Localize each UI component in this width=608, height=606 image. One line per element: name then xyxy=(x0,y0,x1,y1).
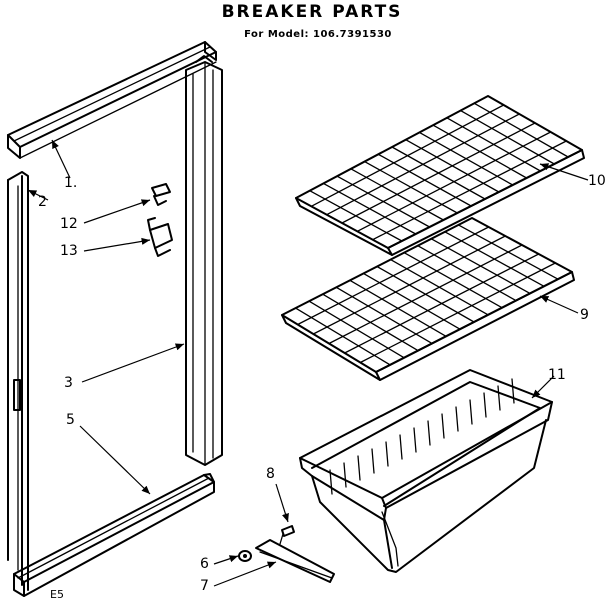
pan-rib xyxy=(385,441,389,467)
pan-rib xyxy=(413,427,417,453)
shelf-wire xyxy=(335,286,433,345)
shelf-wire xyxy=(405,139,500,193)
pan-rib xyxy=(483,392,487,418)
part-5-bottom-rail xyxy=(13,473,215,597)
callout-12: 12 xyxy=(60,216,78,232)
part-9-lower-shelf xyxy=(281,217,575,381)
shelf-wire xyxy=(294,307,391,366)
pan-rib xyxy=(455,406,459,432)
shelf-wire xyxy=(432,124,528,179)
shelf-wire xyxy=(457,224,559,280)
shelf-wire xyxy=(308,300,405,359)
shelf-wire xyxy=(363,160,458,214)
pan-rib xyxy=(427,420,431,446)
pan-rib xyxy=(497,385,501,411)
shelf-wire xyxy=(309,190,403,242)
pan-rib xyxy=(441,413,445,439)
pan-rib xyxy=(469,399,473,425)
diagram-title: BREAKER PARTS xyxy=(221,2,403,22)
footer-code: E5 xyxy=(50,588,64,601)
shelf-wire xyxy=(430,238,531,295)
shelf-wire xyxy=(391,146,486,200)
pan-rib xyxy=(357,455,361,481)
callout-13: 13 xyxy=(60,243,78,259)
part-1-top-rail xyxy=(7,41,217,159)
callout-11: 11 xyxy=(548,367,566,383)
part-11-crisper-pan xyxy=(299,369,553,573)
shelf-wire xyxy=(336,175,431,228)
part-10-upper-shelf xyxy=(295,95,585,256)
pan-rib xyxy=(511,378,515,404)
callout-2: 2 xyxy=(38,194,47,210)
part-12-clip xyxy=(151,183,171,206)
shelf-wire xyxy=(417,245,517,302)
shelf-wire xyxy=(362,272,461,330)
shelf-wire xyxy=(418,131,514,186)
shelf-wire xyxy=(349,279,447,337)
part-3-right-stile xyxy=(185,55,223,466)
callout-1: 1. xyxy=(64,175,78,191)
leader-lines xyxy=(27,139,589,587)
shelf-wire xyxy=(377,153,472,207)
callout-9: 9 xyxy=(580,307,589,323)
callout-3: 3 xyxy=(64,375,73,391)
shelf-wire xyxy=(446,117,542,172)
shelf-wire xyxy=(322,182,417,235)
pan-rib xyxy=(343,462,347,488)
shelf-wire xyxy=(403,251,503,309)
part-2-left-stile xyxy=(7,171,29,591)
pan-rib xyxy=(371,448,375,474)
callout-8: 8 xyxy=(266,466,275,482)
pan-rib xyxy=(399,434,403,460)
callout-5: 5 xyxy=(66,412,75,428)
part-8-screw xyxy=(279,525,295,545)
shelf-wire xyxy=(376,265,475,323)
shelf-wire xyxy=(459,109,555,165)
model-subtitle: For Model: 106.7391530 xyxy=(244,29,392,40)
callout-7: 7 xyxy=(200,578,209,594)
callout-10: 10 xyxy=(588,173,606,189)
shelf-wire xyxy=(350,168,445,221)
shelf-wire xyxy=(322,293,419,352)
pan-rib xyxy=(329,469,333,495)
shelf-wire xyxy=(473,102,569,158)
callout-6: 6 xyxy=(200,556,209,572)
shelf-wire xyxy=(389,258,489,316)
part-6-grommet xyxy=(238,550,252,562)
part-13-bracket xyxy=(147,217,173,257)
part-7-hinge-strip xyxy=(255,539,335,583)
shelf-wire xyxy=(444,231,545,287)
